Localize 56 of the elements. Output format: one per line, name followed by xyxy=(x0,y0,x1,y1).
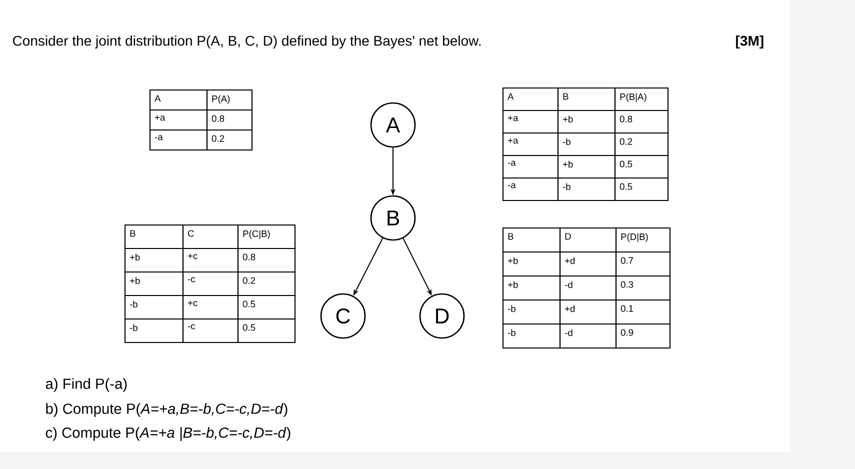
header-cell: P(D|B) xyxy=(615,227,671,253)
table-cell: 0.5 xyxy=(237,294,296,320)
table-cell: 0.2 xyxy=(237,271,296,296)
table-cell: -a xyxy=(502,177,559,202)
table-cell: 0.8 xyxy=(237,248,296,273)
table-cell: 0.5 xyxy=(614,177,669,202)
table-cell: -a xyxy=(502,154,559,179)
table-cell: -c xyxy=(182,318,239,344)
header-cell: B xyxy=(124,224,184,250)
table-cell: +b xyxy=(502,275,561,301)
table-cell: +b xyxy=(557,110,616,134)
table-cell: 0.5 xyxy=(237,318,296,344)
table-cell: +d xyxy=(559,251,617,277)
table-cell: -b xyxy=(557,132,616,156)
header-cell: B xyxy=(502,227,561,253)
table-cell: 0.5 xyxy=(614,154,669,179)
header-cell: P(B|A) xyxy=(614,87,669,112)
header-cell: P(C|B) xyxy=(237,224,296,250)
header-cell: C xyxy=(182,224,239,250)
table-cell: -b xyxy=(502,299,561,325)
header-cell: D xyxy=(559,227,617,253)
table-cell: +a xyxy=(502,110,559,134)
table-cell: +a xyxy=(502,132,559,156)
question: a) Find P(-a) xyxy=(46,378,127,392)
question: c) Compute P(A=+a |B=-b,C=-c,D=-d) xyxy=(46,427,290,441)
table-cell: 0.9 xyxy=(615,323,671,349)
table-cell: -b xyxy=(124,294,184,320)
table-cell: +c xyxy=(182,248,239,273)
table-cell: -b xyxy=(557,177,616,202)
header-cell: A xyxy=(502,87,559,112)
marks: [3M] xyxy=(736,35,764,49)
table-cell: -d xyxy=(559,323,617,349)
question: b) Compute P(A=+a,B=-b,C=-c,D=-d) xyxy=(46,403,288,417)
header-cell: P(A) xyxy=(206,89,253,111)
header-cell: B xyxy=(557,87,616,112)
table-cell: -d xyxy=(559,275,617,301)
table-cell: -c xyxy=(182,271,239,296)
table-cell: +b xyxy=(557,154,616,179)
table-cell: 0.1 xyxy=(615,299,671,325)
table-cell: +b xyxy=(124,271,184,296)
table-cell: 0.2 xyxy=(614,132,669,156)
table-cell: 0.8 xyxy=(614,110,669,134)
table-cell: -a xyxy=(149,129,208,151)
table-cell: +d xyxy=(559,299,617,325)
table-cell: 0.7 xyxy=(615,251,671,277)
table-cell: +c xyxy=(182,294,239,320)
title: Consider the joint distribution P(A, B, C, D) defined by the Bayes' net below. xyxy=(12,35,481,49)
table-cell: +b xyxy=(502,251,561,277)
table-cell: -b xyxy=(502,323,561,349)
table-cell: -b xyxy=(124,318,184,344)
table-cell: +a xyxy=(149,109,208,131)
header-cell: A xyxy=(149,89,208,111)
table-cell: +b xyxy=(124,248,184,273)
table-cell: 0.3 xyxy=(615,275,671,301)
table-cell: 0.8 xyxy=(206,109,253,131)
table-cell: 0.2 xyxy=(206,129,253,151)
